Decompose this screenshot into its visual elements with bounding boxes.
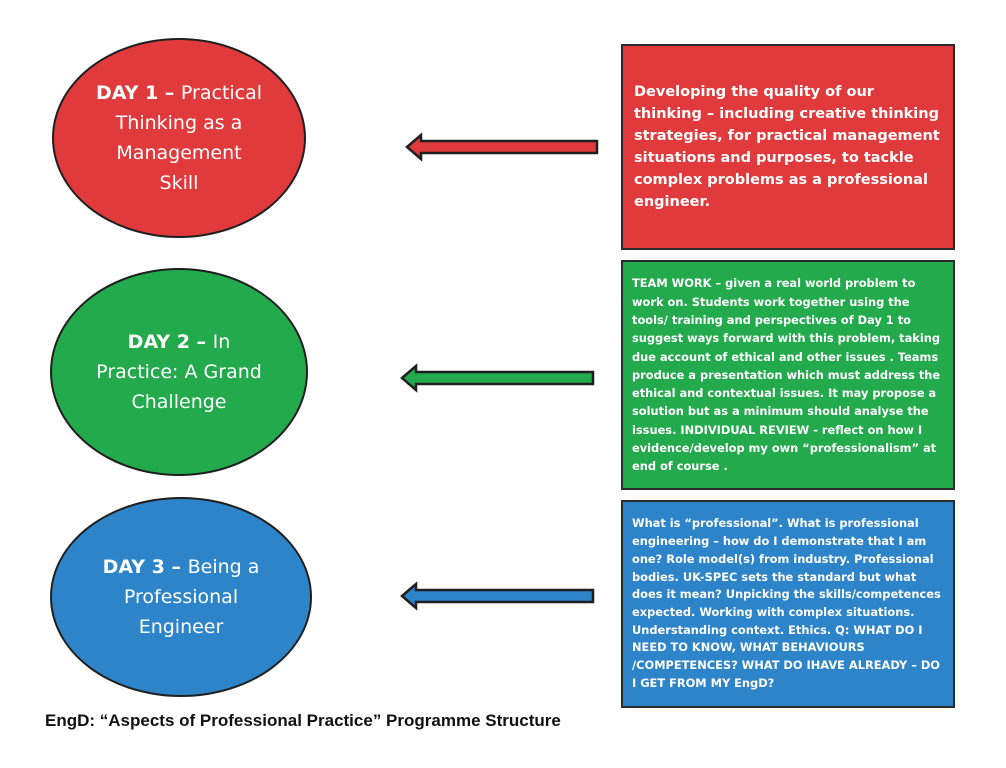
day2-title: DAY 2 – In Practice: A Grand Challenge xyxy=(96,331,262,413)
day3-ellipse: DAY 3 – Being a Professional Engineer xyxy=(50,497,312,697)
diagram-caption: EngD: “Aspects of Professional Practice”… xyxy=(45,711,561,730)
day3-left-arrow-icon xyxy=(400,581,595,611)
day3-label: DAY 3 – xyxy=(102,556,188,578)
day1-title: DAY 1 – Practical Thinking as a Manageme… xyxy=(95,82,263,194)
day2-left-arrow-icon xyxy=(400,363,595,393)
day1-left-arrow-icon xyxy=(405,132,599,162)
day3-title: DAY 3 – Being a Professional Engineer xyxy=(102,556,260,638)
day3-description-box: What is “professional”. What is professi… xyxy=(621,500,955,708)
day3-description: What is “professional”. What is professi… xyxy=(632,516,941,690)
day1-description: Developing the quality of our thinking –… xyxy=(634,84,940,210)
day2-label: DAY 2 – xyxy=(127,331,213,353)
day2-ellipse: DAY 2 – In Practice: A Grand Challenge xyxy=(50,268,308,476)
day1-description-box: Developing the quality of our thinking –… xyxy=(621,44,955,250)
day2-description: TEAM WORK – given a real world problem t… xyxy=(632,276,941,474)
day1-ellipse: DAY 1 – Practical Thinking as a Manageme… xyxy=(52,38,306,238)
day2-description-box: TEAM WORK – given a real world problem t… xyxy=(621,260,955,490)
day1-label: DAY 1 – xyxy=(95,82,181,104)
